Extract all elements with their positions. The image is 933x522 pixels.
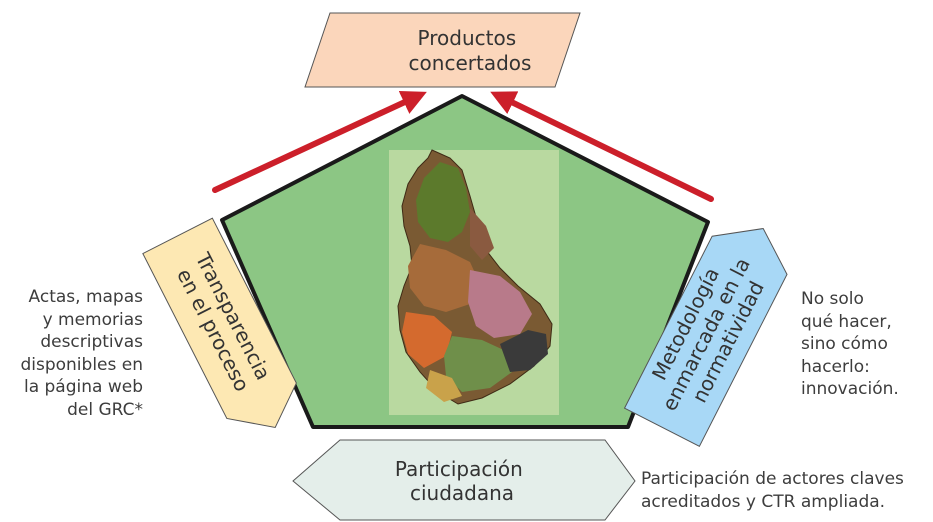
bottom-hexagon-label: Participación ciudadana — [395, 457, 529, 505]
left-note-line: la página web — [23, 377, 143, 397]
right-note-line: hacerlo: — [801, 356, 870, 377]
left-arrow-shape — [142, 217, 297, 429]
left-note: Actas, mapas y memorias descriptivas dis… — [0, 286, 143, 421]
right-note-line: innovación. — [801, 379, 899, 399]
left-note-line: Actas, mapas — [28, 287, 143, 307]
right-note-line: qué hacer, — [801, 311, 892, 332]
right-note-line: No solo — [801, 289, 864, 309]
right-red-arrow — [490, 91, 714, 202]
right-note: No solo qué hacer, sino cómo hacerlo: in… — [801, 288, 933, 401]
left-note-line: del GRC* — [67, 399, 143, 420]
right-note-line: sino cómo — [801, 334, 888, 354]
left-note-line: descriptivas — [40, 332, 143, 352]
left-note-line: disponibles en — [20, 354, 143, 375]
top-box-shape — [304, 12, 581, 88]
right-arrow-shape — [623, 227, 788, 447]
bottom-note: Participación de actores claves acredita… — [641, 468, 933, 513]
top-box-label: Productos concertados — [409, 26, 532, 75]
left-note-line: y memorias — [42, 309, 143, 330]
bottom-note-line: acreditados y CTR ampliada. — [641, 491, 886, 512]
region-map-image — [389, 149, 559, 415]
bottom-hexagon-shape — [292, 439, 636, 521]
bottom-note-line: Participación de actores claves — [641, 469, 904, 489]
left-red-arrow — [212, 90, 427, 193]
